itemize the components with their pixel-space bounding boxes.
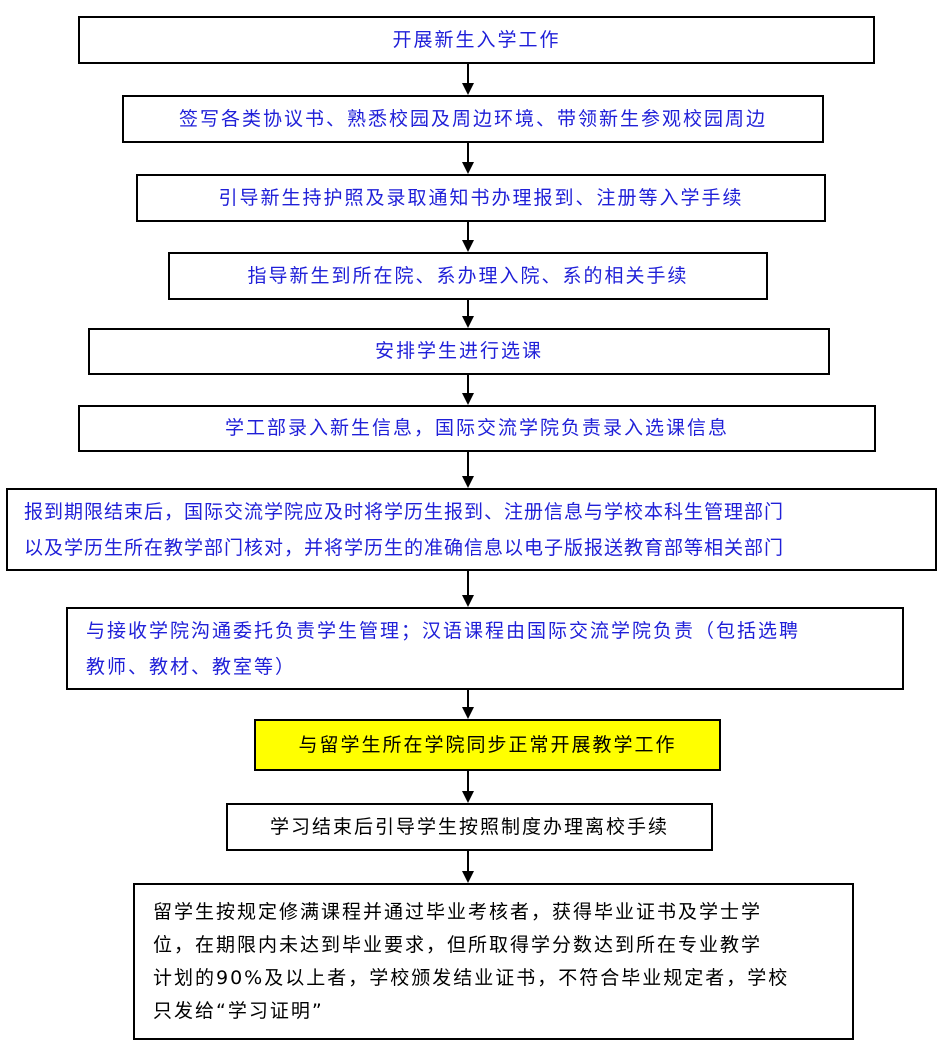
flow-step-line: 报到期限结束后，国际交流学院应及时将学历生报到、注册信息与学校本科生管理部门 [24,500,785,523]
flow-step-start-enrollment: 开展新生入学工作 [78,16,875,64]
flow-step-label: 学工部录入新生信息，国际交流学院负责录入选课信息 [224,417,729,440]
flow-step-line: 计划的90%及以上者，学校颁发结业证书，不符合毕业规定者，学校 [153,966,790,989]
flow-step-record-information: 学工部录入新生信息，国际交流学院负责录入选课信息 [78,405,876,452]
flow-step-student-management: 与接收学院沟通委托负责学生管理；汉语课程由国际交流学院负责（包括选聘 教师、教材… [66,607,904,690]
flow-step-graduation-certificates: 留学生按规定修满课程并通过毕业考核者，获得毕业证书及学士学 位，在期限内未达到毕… [133,883,854,1040]
flow-step-label: 引导新生持护照及录取通知书办理报到、注册等入学手续 [218,186,744,209]
flow-step-text: 报到期限结束后，国际交流学院应及时将学历生报到、注册信息与学校本科生管理部门 以… [8,494,796,566]
flow-step-text: 留学生按规定修满课程并通过毕业考核者，获得毕业证书及学士学 位，在期限内未达到毕… [135,896,801,1028]
flow-step-line: 留学生按规定修满课程并通过毕业考核者，获得毕业证书及学士学 [153,900,763,923]
flow-step-label: 指导新生到所在院、系办理入院、系的相关手续 [247,264,689,287]
flow-step-label: 安排学生进行选课 [374,340,543,363]
flow-step-departure-procedures: 学习结束后引导学生按照制度办理离校手续 [226,803,713,851]
flow-step-course-selection: 安排学生进行选课 [88,328,830,375]
flow-step-line: 以及学历生所在教学部门核对，并将学历生的准确信息以电子版报送教育部等相关部门 [24,536,785,559]
flow-step-label: 开展新生入学工作 [392,28,561,51]
flow-step-label: 签写各类协议书、熟悉校园及周边环境、带领新生参观校园周边 [178,107,767,130]
flow-step-label: 学习结束后引导学生按照制度办理离校手续 [269,815,669,838]
flow-step-agreements-campus-tour: 签写各类协议书、熟悉校园及周边环境、带领新生参观校园周边 [122,95,824,143]
flow-step-verify-and-report: 报到期限结束后，国际交流学院应及时将学历生报到、注册信息与学校本科生管理部门 以… [6,488,937,571]
flow-step-teaching: 与留学生所在学院同步正常开展教学工作 [254,719,721,771]
flow-step-text: 与接收学院沟通委托负责学生管理；汉语课程由国际交流学院负责（包括选聘 教师、教材… [68,613,812,685]
flow-step-line: 与接收学院沟通委托负责学生管理；汉语课程由国际交流学院负责（包括选聘 [86,619,801,642]
flow-step-line: 教师、教材、教室等） [86,655,297,678]
flow-step-department-procedures: 指导新生到所在院、系办理入院、系的相关手续 [168,252,768,300]
flow-step-line: 位，在期限内未达到毕业要求，但所取得学分数达到所在专业教学 [153,933,763,956]
flow-step-line: 只发给“学习证明” [153,999,324,1022]
flow-step-label: 与留学生所在学院同步正常开展教学工作 [298,733,677,756]
flow-step-registration: 引导新生持护照及录取通知书办理报到、注册等入学手续 [136,174,826,222]
